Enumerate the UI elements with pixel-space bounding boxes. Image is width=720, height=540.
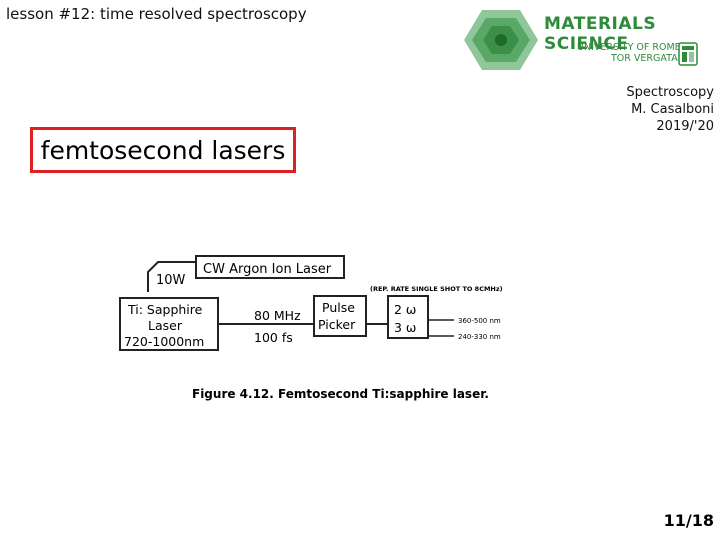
logo-university-line1: UNIVERSITY OF ROME bbox=[577, 42, 681, 53]
page-number: 11/18 bbox=[663, 511, 714, 530]
laser-diagram: CW Argon Ion Laser 10W Ti: Sapphire Lase… bbox=[119, 255, 503, 401]
topic-title-box: femtosecond lasers bbox=[30, 127, 296, 173]
logo-university-line2: TOR VERGATA bbox=[611, 53, 678, 64]
pump-beam-line bbox=[147, 261, 196, 292]
harmonic-box bbox=[387, 295, 429, 339]
range-3-label: 240-330 nm bbox=[458, 333, 501, 341]
pump-laser-label: CW Argon Ion Laser bbox=[203, 262, 332, 277]
course-year: 2019/'20 bbox=[656, 119, 714, 134]
lesson-title: lesson #12: time resolved spectroscopy bbox=[6, 5, 307, 23]
harmonic-2-label: 2 ω bbox=[394, 302, 416, 317]
university-shield-icon bbox=[678, 42, 698, 66]
picker-line1: Pulse bbox=[322, 300, 355, 315]
laser-line1: Ti: Sapphire bbox=[127, 302, 203, 317]
course-name: Spectroscopy bbox=[626, 85, 714, 100]
picker-line2: Picker bbox=[318, 317, 356, 332]
materials-science-logo: MATERIALS SCIENCE UNIVERSITY OF ROME TOR… bbox=[462, 8, 714, 72]
course-author: M. Casalboni bbox=[631, 102, 714, 117]
rep-rate-label: 80 MHz bbox=[254, 308, 301, 323]
pump-laser-box bbox=[195, 255, 345, 279]
logo-university: UNIVERSITY OF ROME TOR VERGATA bbox=[577, 42, 681, 64]
pump-power-label: 10W bbox=[156, 273, 186, 288]
range-2-label: 360-500 nm bbox=[458, 317, 501, 325]
topic-title: femtosecond lasers bbox=[40, 135, 286, 165]
logo-brand: MATERIALS SCIENCE bbox=[544, 14, 657, 54]
rep-rate-note: (REP. RATE SINGLE SHOT TO 8CMHz) bbox=[370, 285, 503, 293]
harmonic-3-label: 3 ω bbox=[394, 320, 416, 335]
figure-caption: Figure 4.12. Femtosecond Ti:sapphire las… bbox=[192, 387, 489, 401]
hexagon-logo-icon bbox=[464, 10, 538, 70]
pulse-width-label: 100 fs bbox=[254, 330, 293, 345]
laser-diagram-figure: CW Argon Ion Laser 10W Ti: Sapphire Lase… bbox=[108, 234, 538, 414]
pulse-picker-box bbox=[313, 295, 367, 337]
laser-line3: 720-1000nm bbox=[124, 334, 204, 349]
laser-line2: Laser bbox=[148, 318, 183, 333]
course-info: Spectroscopy M. Casalboni 2019/'20 bbox=[626, 84, 714, 135]
